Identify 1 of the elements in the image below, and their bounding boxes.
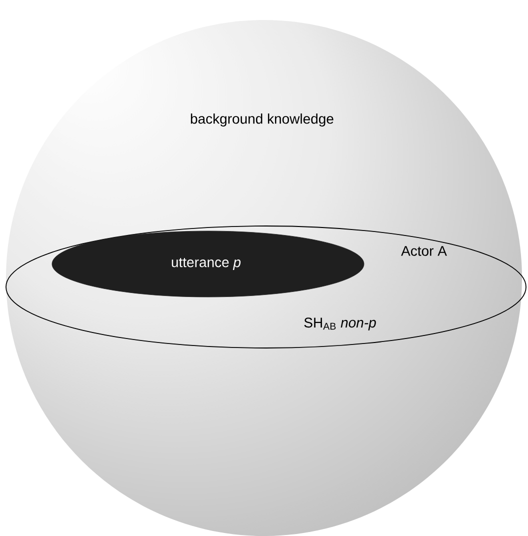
sphere: background knowledge (190, 113, 334, 127)
